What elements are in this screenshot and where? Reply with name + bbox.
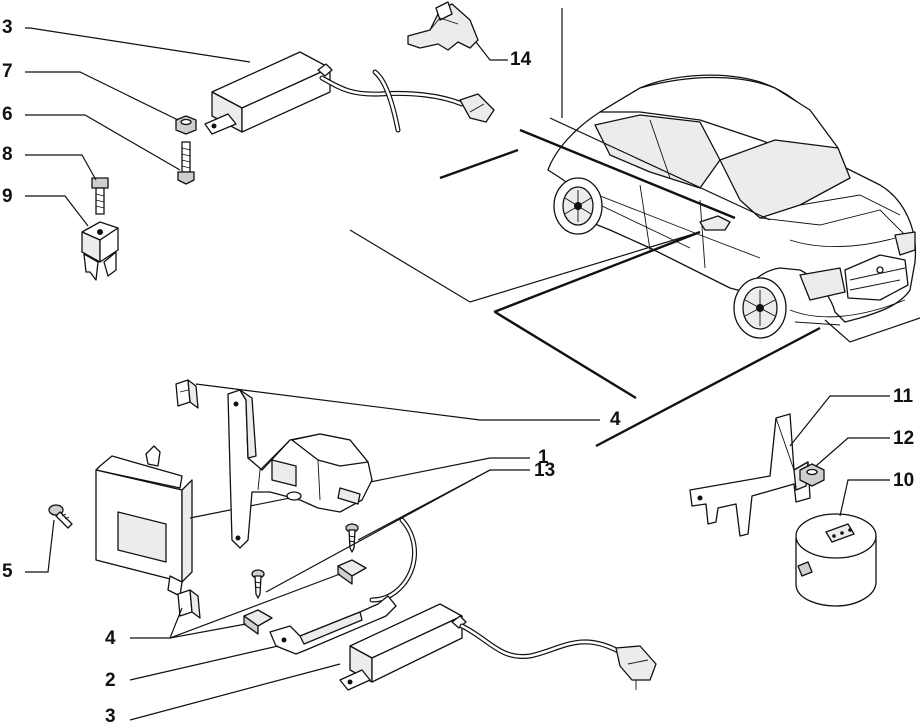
- callout-5: 5: [2, 561, 13, 582]
- clip-part-4-bottom-a: [177, 589, 201, 619]
- rear-wheel: [553, 177, 603, 235]
- bolt-part-8: [91, 177, 109, 215]
- clip-part-4-bottom-c: [337, 559, 367, 585]
- leader-7: [25, 71, 179, 121]
- control-unit-part-1: [95, 445, 193, 597]
- callout-4-bottom: 4: [105, 628, 116, 649]
- leader-11: [789, 395, 890, 447]
- callout-9: 9: [2, 186, 13, 207]
- callout-3-top: 3: [2, 17, 13, 38]
- strip-part-2: [269, 595, 397, 655]
- leader-2: [129, 645, 279, 681]
- callout-12: 12: [893, 428, 914, 449]
- callout-13: 13: [534, 460, 555, 481]
- clip-part-4-bottom-b: [243, 609, 273, 635]
- callout-1: 1: [538, 447, 549, 468]
- module-part-3-bottom: [339, 603, 657, 691]
- leader-14: [475, 41, 508, 61]
- callout-7: 7: [2, 61, 13, 82]
- clip-part-4-top: [175, 379, 199, 409]
- nut-part-7: [175, 115, 197, 135]
- leader-10: [839, 479, 890, 517]
- callout-4-top: 4: [610, 409, 621, 430]
- callout-3-bottom: 3: [105, 706, 116, 724]
- leader-6: [25, 114, 181, 171]
- leader-8: [25, 154, 97, 181]
- leader-4-bottom: [130, 607, 183, 639]
- car-illustration: [547, 74, 917, 339]
- leader-9: [25, 195, 89, 227]
- leader-3-bottom: [129, 663, 341, 721]
- callout-6: 6: [2, 104, 13, 125]
- leader-12: [815, 437, 890, 467]
- module-part-3-top: [204, 51, 495, 135]
- bracket-part-11: [689, 413, 811, 537]
- screw-part-6: [177, 141, 195, 185]
- mounting-bracket: [227, 389, 417, 603]
- callout-14: 14: [510, 49, 532, 70]
- nut-part-12: [799, 463, 825, 487]
- callout-10: 10: [893, 470, 914, 491]
- callout-2: 2: [105, 670, 116, 691]
- clip-block-part-9: [81, 221, 119, 281]
- screw-part-13-b: [251, 569, 265, 599]
- siren-part-10: [795, 513, 877, 607]
- leader-4-top: [195, 383, 600, 421]
- leader-3-top: [25, 27, 251, 63]
- callout-11: 11: [893, 386, 914, 407]
- screw-part-5: [48, 504, 73, 529]
- clip-part-14: [407, 1, 479, 51]
- front-wheel: [733, 277, 787, 339]
- callout-8: 8: [2, 144, 13, 165]
- leader-5: [25, 519, 55, 573]
